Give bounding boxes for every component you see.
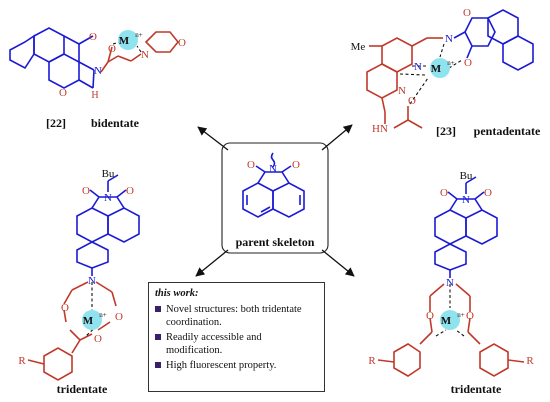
- this-work-point-3: High fluorescent property.: [155, 359, 318, 372]
- metal-label-bl: M: [83, 315, 94, 327]
- bu-label-bl: Bu: [102, 168, 115, 180]
- parent-skeleton-structure: [242, 152, 305, 218]
- type-bl: tridentate: [57, 382, 108, 396]
- compound-23-structure: [366, 9, 534, 129]
- center-o-right: O: [292, 159, 300, 171]
- atom-o-br-d: O: [466, 310, 474, 322]
- atom-n-bl: N: [88, 275, 96, 287]
- type-br: tridentate: [451, 382, 502, 396]
- parent-skeleton-label: parent skeleton: [236, 235, 315, 249]
- this-work-point-1: Novel structures: both tridentate coordi…: [155, 303, 318, 329]
- atom-n-br-imide: N: [462, 194, 470, 206]
- type-22: bidentate: [91, 116, 140, 130]
- metal-center-bl: [82, 310, 102, 330]
- atom-o-22a: O: [89, 31, 97, 43]
- atom-n-22b: N: [141, 49, 149, 61]
- this-work-box: this work: Novel structures: both triden…: [148, 282, 325, 392]
- metal-center-br: [440, 310, 460, 330]
- atom-o-br-c: O: [426, 310, 434, 322]
- atom-o-bl-d: O: [115, 311, 123, 323]
- me-substituent-23: Me: [351, 41, 366, 53]
- bullet-square-icon: [155, 334, 161, 340]
- r-label-br-right: R: [526, 355, 534, 367]
- metal-charge-22: n+: [135, 31, 143, 39]
- center-n-atom: N: [269, 163, 277, 175]
- metal-charge-br: n+: [457, 311, 465, 319]
- point-text: Readily accessible and modification.: [166, 332, 262, 356]
- atom-o-22c: O: [108, 43, 116, 55]
- atom-n-23c: N: [398, 85, 406, 97]
- atom-o-23c: O: [408, 95, 416, 107]
- metal-label-23: M: [431, 63, 442, 75]
- arrow-top-left: [197, 126, 229, 151]
- ref-22: [22]: [46, 116, 66, 130]
- r-label-br-left: R: [368, 355, 376, 367]
- type-23: pentadentate: [474, 124, 541, 138]
- atom-n-22a: N: [94, 65, 102, 77]
- atom-o-23b: O: [464, 57, 472, 69]
- atom-h-22: H: [91, 90, 98, 101]
- point-text: High fluorescent property.: [166, 360, 277, 371]
- compound-22-structure: [9, 27, 180, 89]
- center-o-left: O: [247, 159, 255, 171]
- ref-23: [23]: [436, 124, 456, 138]
- arrow-top-right: [321, 124, 353, 151]
- this-work-point-2: Readily accessible and modification.: [155, 331, 318, 357]
- atom-o-bl-b: O: [126, 185, 134, 197]
- compound-bl-structure: [27, 174, 140, 381]
- atom-o-br-b: O: [484, 187, 492, 199]
- atom-n-bl-imide: N: [104, 192, 112, 204]
- bullet-square-icon: [155, 306, 161, 312]
- atom-o-br-a: O: [440, 187, 448, 199]
- metal-center-23: [430, 58, 450, 78]
- metal-charge-bl: n+: [99, 311, 107, 319]
- r-label-bl: R: [18, 355, 26, 367]
- atom-o-bl-a: O: [82, 185, 90, 197]
- this-work-title: this work:: [155, 288, 199, 299]
- parent-skeleton-box: [221, 142, 329, 254]
- atom-o-22b: O: [59, 87, 67, 99]
- atom-n-23a: N: [445, 33, 453, 45]
- atom-o-23a: O: [463, 7, 471, 19]
- bu-label-br: Bu: [460, 170, 473, 182]
- arrow-bottom-left: [195, 249, 229, 277]
- atom-n-br: N: [446, 277, 454, 289]
- atom-o-bl-c: O: [61, 302, 69, 314]
- atom-o-bl-e: O: [94, 333, 102, 345]
- hn-23: HN: [372, 123, 388, 135]
- atom-o-22d: O: [178, 37, 186, 49]
- metal-charge-23: n+: [447, 59, 455, 67]
- arrow-bottom-right: [321, 249, 355, 277]
- atom-n-23b: N: [414, 61, 422, 73]
- compound-br-structure: [377, 176, 525, 377]
- bullet-square-icon: [155, 362, 161, 368]
- metal-label-br: M: [441, 315, 452, 327]
- metal-label-22: M: [119, 35, 130, 47]
- point-text: Novel structures: both tridentate coordi…: [166, 304, 302, 328]
- metal-center-22: [118, 30, 138, 50]
